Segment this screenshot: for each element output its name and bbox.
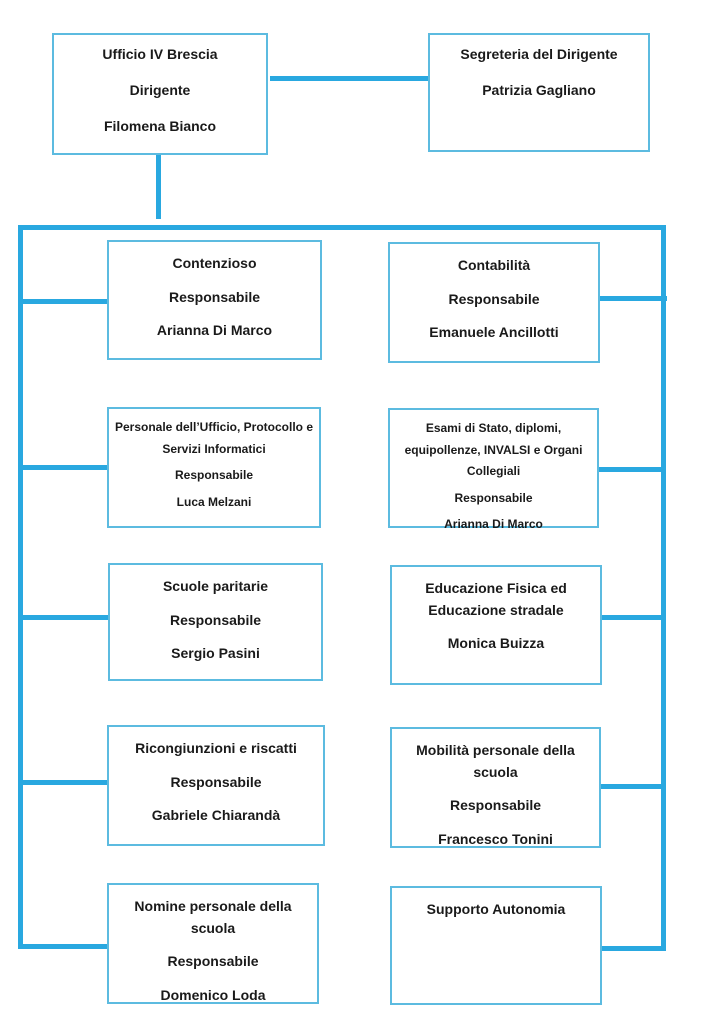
connector-left-row1	[20, 299, 108, 304]
dept-person: Sergio Pasini	[171, 645, 260, 662]
dept-role: Responsabile	[168, 288, 261, 305]
secretary-person: Patrizia Gagliano	[482, 82, 596, 98]
bracket-left-line	[18, 225, 23, 949]
connector-left-row4	[20, 780, 108, 785]
box-mobilita-personale: Mobilità personale della scuola Responsa…	[390, 727, 601, 848]
connector-left-row2	[20, 465, 108, 470]
connector-left-row3	[20, 615, 109, 620]
bracket-right-line	[661, 229, 666, 951]
connector-right-row4	[599, 784, 666, 789]
connector-right-row2	[597, 467, 666, 472]
director-person: Filomena Bianco	[103, 118, 217, 134]
dept-person: Emanuele Ancillotti	[429, 324, 559, 341]
dept-person: Domenico Loda	[160, 987, 266, 1004]
dept-title: Nomine personale della scuola	[134, 898, 292, 936]
dept-title: Contenzioso	[172, 255, 257, 271]
dept-title: Supporto Autonomia	[426, 901, 566, 917]
dept-role: Responsabile	[167, 953, 259, 970]
dept-role: Responsabile	[169, 611, 262, 628]
dept-role: Responsabile	[454, 490, 533, 505]
dept-role: Responsabile	[449, 797, 542, 814]
box-ricongiunzioni: Ricongiunzioni e riscatti Responsabile G…	[107, 725, 325, 846]
director-title: Ufficio IV Brescia	[102, 46, 218, 62]
connector-right-row1	[598, 296, 667, 301]
dept-person: Luca Melzani	[176, 494, 252, 509]
box-supporto-autonomia: Supporto Autonomia	[390, 886, 602, 1005]
dept-title: Ricongiunzioni e riscatti	[135, 740, 297, 756]
dept-person: Monica Buizza	[447, 635, 545, 652]
connector-director-secretary	[270, 76, 428, 81]
director-role: Dirigente	[129, 82, 191, 98]
dept-title: Mobilità personale della scuola	[416, 742, 575, 780]
box-contenzioso: Contenzioso Responsabile Arianna Di Marc…	[107, 240, 322, 360]
dept-person: Francesco Tonini	[438, 831, 553, 848]
dept-person: Arianna Di Marco	[444, 517, 543, 532]
connector-director-stem	[156, 155, 161, 219]
dept-title: Educazione Fisica ed Educazione stradale	[425, 580, 567, 618]
secretary-title: Segreteria del Dirigente	[460, 46, 618, 62]
bracket-top-line	[18, 225, 666, 230]
box-nomine-personale: Nomine personale della scuola Responsabi…	[107, 883, 319, 1004]
box-scuole-paritarie: Scuole paritarie Responsabile Sergio Pas…	[108, 563, 323, 681]
dept-title: Scuole paritarie	[162, 578, 269, 594]
dept-role: Responsabile	[174, 468, 254, 483]
connector-right-row3	[600, 615, 666, 620]
connector-right-row5	[600, 946, 666, 951]
box-esami-di-stato: Esami di Stato, diplomi, equipollenze, I…	[388, 408, 599, 531]
connector-left-row5	[18, 944, 108, 949]
box-director: Ufficio IV Brescia Dirigente Filomena Bi…	[52, 33, 268, 155]
dept-role: Responsabile	[170, 773, 262, 790]
box-contabilita: Contabilità Responsabile Emanuele Ancill…	[388, 242, 600, 363]
dept-title: Personale dell’Ufficio, Protocollo e Ser…	[114, 420, 314, 456]
dept-role: Responsabile	[448, 290, 540, 307]
dept-person: Gabriele Chiarandà	[151, 807, 281, 824]
box-educazione-fisica: Educazione Fisica ed Educazione stradale…	[390, 565, 602, 685]
box-personale-ufficio: Personale dell’Ufficio, Protocollo e Ser…	[107, 407, 321, 528]
box-secretary: Segreteria del Dirigente Patrizia Gaglia…	[428, 33, 650, 152]
dept-title: Esami di Stato, diplomi, equipollenze, I…	[404, 421, 583, 479]
dept-person: Arianna Di Marco	[156, 322, 273, 339]
dept-title: Contabilità	[457, 257, 531, 273]
